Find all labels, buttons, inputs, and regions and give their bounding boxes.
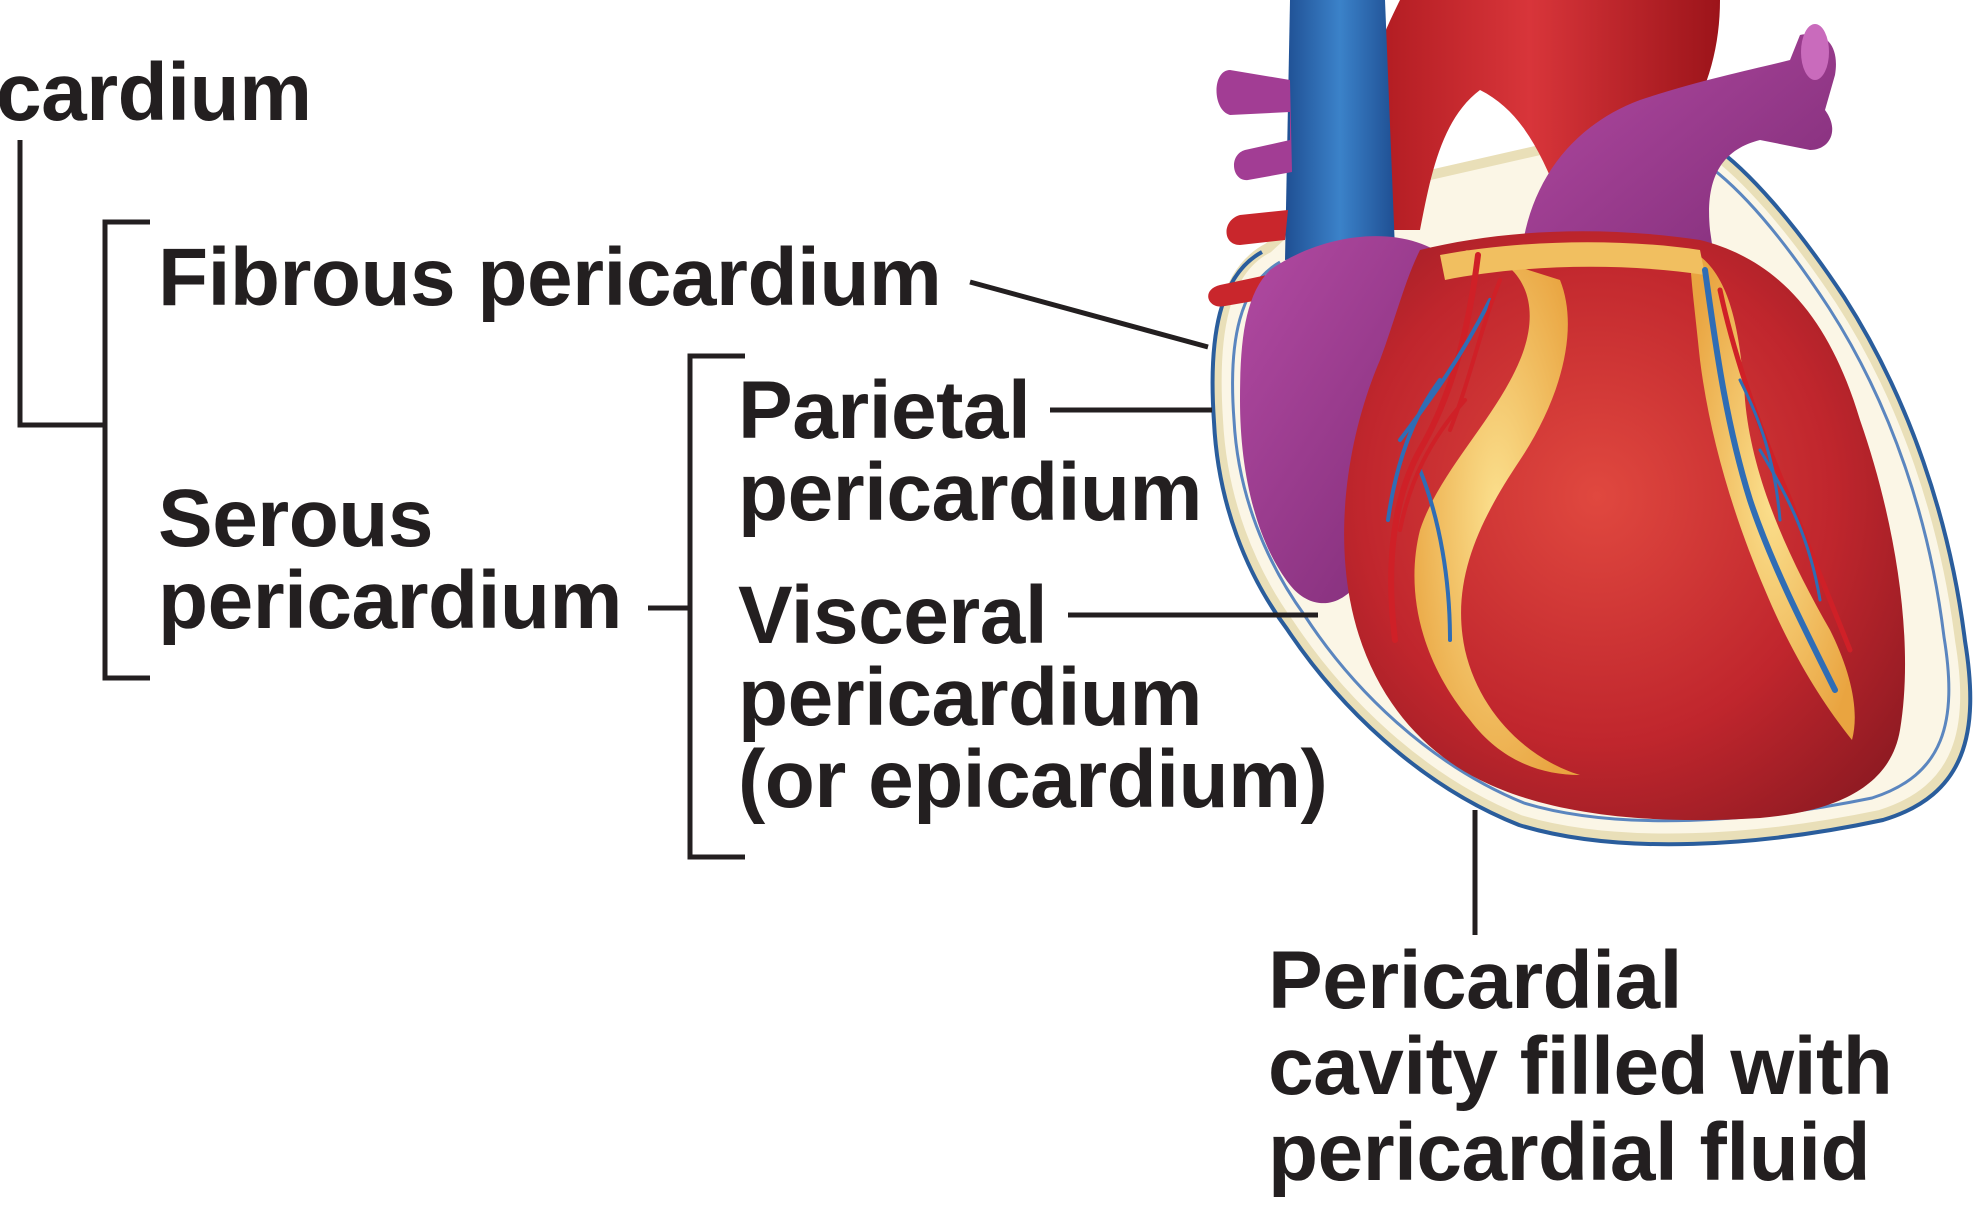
superior-vena-cava xyxy=(1285,0,1395,260)
label-pericardial-cavity: Pericardial cavity filled with pericardi… xyxy=(1268,935,1893,1198)
parietal-visceral-bracket xyxy=(687,353,745,860)
label-fibrous-pericardium: Fibrous pericardium xyxy=(158,232,942,323)
label-cavity-line3: pericardial fluid xyxy=(1268,1107,1871,1198)
label-cavity-line2: cavity filled with xyxy=(1268,1021,1893,1112)
label-visceral-line2: pericardium xyxy=(738,652,1202,743)
label-visceral-line3: (or epicardium) xyxy=(738,734,1328,825)
label-fibrous-pericardium-text: Fibrous pericardium xyxy=(158,232,942,323)
fibrous-leader xyxy=(969,279,1209,350)
heart-illustration-icon xyxy=(1208,0,1973,847)
label-parietal-line1: Parietal xyxy=(738,365,1031,456)
label-cavity-line1: Pericardial xyxy=(1268,935,1682,1026)
pulmonary-veins xyxy=(1216,70,1292,181)
pericardium-bracket xyxy=(17,140,105,428)
label-visceral-line1: Visceral xyxy=(738,570,1048,661)
label-visceral-pericardium: Visceral pericardium (or epicardium) xyxy=(738,570,1328,825)
pulmonary-artery-end xyxy=(1801,24,1829,80)
coronary-vessels xyxy=(1386,252,1853,693)
ventricles xyxy=(1344,231,1906,821)
atrioventricular-fat xyxy=(1440,242,1705,280)
label-pericardium: cardium xyxy=(0,52,312,134)
label-pericardium-text: cardium xyxy=(0,47,312,138)
label-parietal-line2: pericardium xyxy=(738,447,1202,538)
label-serous-pericardium: Serous pericardium xyxy=(158,478,622,642)
coronary-fat-posterior xyxy=(1690,250,1855,740)
parietal-layer-outline xyxy=(1210,143,1973,847)
label-serous-line2: pericardium xyxy=(158,555,622,646)
coronary-fat-anterior xyxy=(1414,250,1580,775)
fibrous-serous-bracket xyxy=(102,219,150,681)
leader-lines xyxy=(17,140,1478,935)
label-serous-line1: Serous xyxy=(158,473,433,564)
label-parietal-pericardium: Parietal pericardium xyxy=(738,370,1202,534)
